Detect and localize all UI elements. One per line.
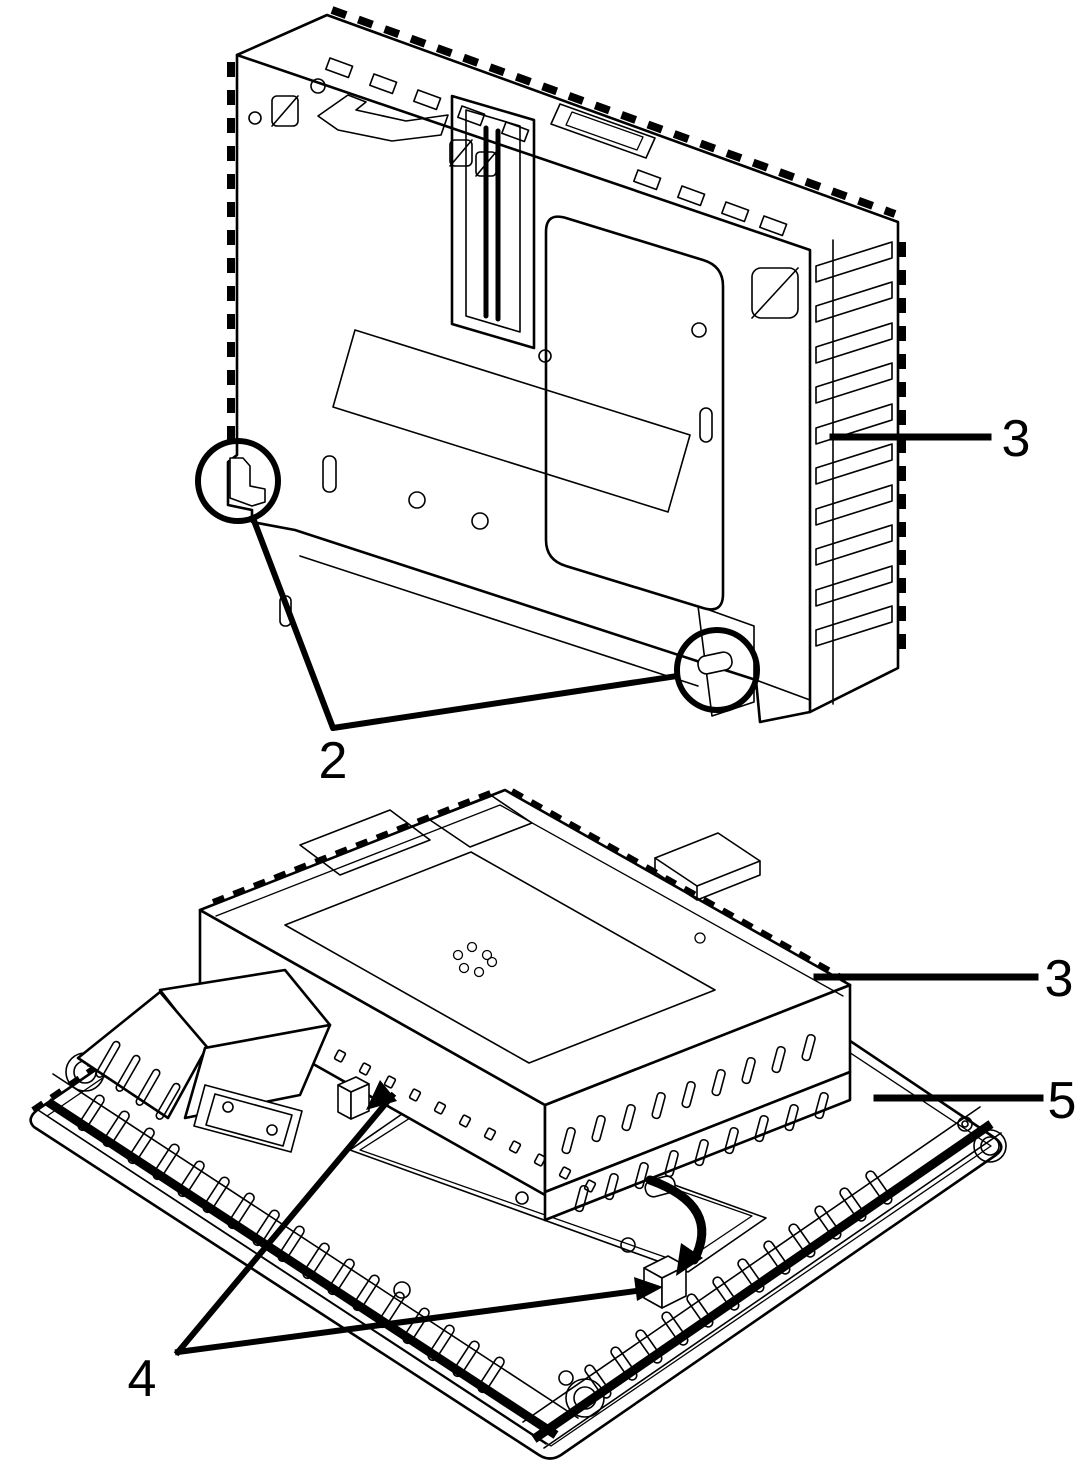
locking-pin: [697, 605, 755, 717]
callout-4-label: 4: [128, 1350, 157, 1408]
panel-right-band: [531, 1120, 994, 1443]
serial-connector: [193, 1084, 303, 1153]
top-plate-detail: [429, 795, 533, 848]
module-bottom-thickness: [299, 555, 699, 687]
mounted-module: [198, 787, 852, 1222]
pointer-arrow-icon: [634, 1277, 663, 1301]
inner-plate: [544, 215, 725, 611]
module-edge-castellation-right: [510, 788, 848, 983]
panel-right-rim: [543, 1132, 1002, 1449]
callout-4-arrows: [173, 1080, 663, 1357]
callout-3-top-label: 3: [1002, 410, 1031, 468]
module-top-rim: [215, 804, 844, 997]
handle-recess-inner: [565, 111, 644, 151]
handle-recess: [550, 103, 656, 159]
leader-line-2: [249, 514, 681, 731]
panel-right-step: [522, 1106, 981, 1423]
corner-hook: [229, 457, 266, 507]
expansion-cover: [76, 968, 332, 1122]
module-edge-castellation-left: [211, 787, 500, 905]
foot-junction: [755, 679, 811, 701]
panel-mounted-view: 4 3 5: [29, 787, 1077, 1460]
panel-left-band: [45, 1098, 559, 1439]
latch-hook: [317, 94, 449, 142]
cutout-squares: [271, 95, 799, 319]
battery-connector-detail: [654, 832, 761, 901]
rotation-arrow-icon: [645, 1175, 707, 1276]
panel-left-rim: [37, 1109, 547, 1445]
detail-circle-pin: [674, 627, 760, 713]
module-body: [226, 13, 900, 724]
module-top-face-edge: [235, 53, 812, 714]
mounting-clip-front: [337, 1076, 370, 1120]
callout-3-bottom-label: 3: [1045, 950, 1074, 1008]
module-frame-face: [543, 1070, 852, 1222]
card-slot-detail: [299, 809, 431, 876]
callout-2-label: 2: [319, 732, 348, 790]
module-rear-view: 2 3: [195, 6, 1031, 790]
label-recess: [332, 329, 691, 513]
module-label-plate: [284, 851, 716, 1064]
pointer-arrow-icon: [366, 1080, 397, 1110]
panel-left-step: [52, 1073, 579, 1419]
speaker-dots: [452, 932, 706, 978]
callout-5-label: 5: [1048, 1072, 1077, 1130]
card-edge-connector: [450, 94, 536, 350]
detail-circle-hook: [195, 438, 281, 524]
